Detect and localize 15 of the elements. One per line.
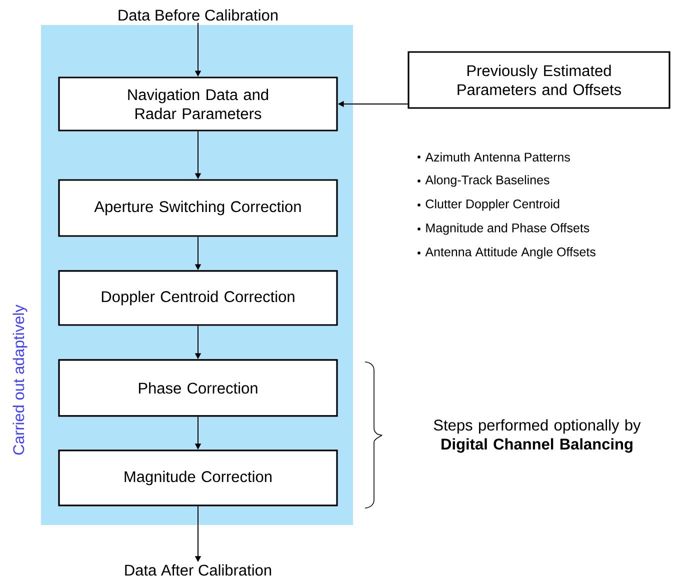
process-box: Aperture Switching Correction (58, 179, 338, 237)
bullet-item: Along-Track Baselines (418, 175, 550, 187)
process-box: Doppler Centroid Correction (58, 270, 338, 326)
process-box: Magnitude Correction (58, 450, 338, 506)
process-box: Navigation Data and Radar Parameters (58, 76, 338, 132)
bullet-item: Magnitude and Phase Offsets (418, 223, 590, 235)
note-text: Steps performed optionally by Digital Channel Balancing (434, 419, 641, 453)
io-label: Data After Calibration (125, 564, 272, 576)
bullet-item: Clutter Doppler Centroid (418, 199, 560, 211)
io-label: Data Before Calibration (118, 9, 278, 21)
bullet-item: Antenna Attitude Angle Offsets (418, 247, 596, 259)
process-box: Phase Correction (58, 359, 338, 417)
rotated-label: Carried out adaptively (12, 304, 28, 455)
bullet-item: Azimuth Antenna Patterns (418, 152, 570, 162)
process-box: Previously Estimated Parameters and Offsets (408, 51, 670, 109)
